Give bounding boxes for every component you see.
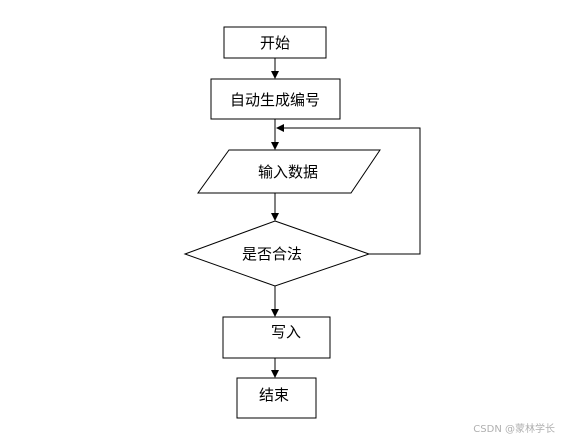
node-input-data-label: 输入数据 <box>258 163 318 181</box>
watermark-text: CSDN @蒙林学长 <box>473 424 555 435</box>
node-end: 结束 <box>236 377 317 419</box>
node-write-label: 写入 <box>271 323 301 341</box>
node-check-valid-label: 是否合法 <box>242 245 302 263</box>
node-end-label: 结束 <box>259 386 289 404</box>
node-input-data: 输入数据 <box>197 149 381 194</box>
edge-check-valid-loop-back <box>276 124 421 255</box>
node-start-label: 开始 <box>260 34 290 52</box>
node-write: 写入 <box>222 316 331 359</box>
node-generate-id: 自动生成编号 <box>210 78 341 120</box>
node-generate-id-label: 自动生成编号 <box>230 91 320 109</box>
node-check-valid: 是否合法 <box>183 220 371 287</box>
node-start: 开始 <box>223 26 327 59</box>
